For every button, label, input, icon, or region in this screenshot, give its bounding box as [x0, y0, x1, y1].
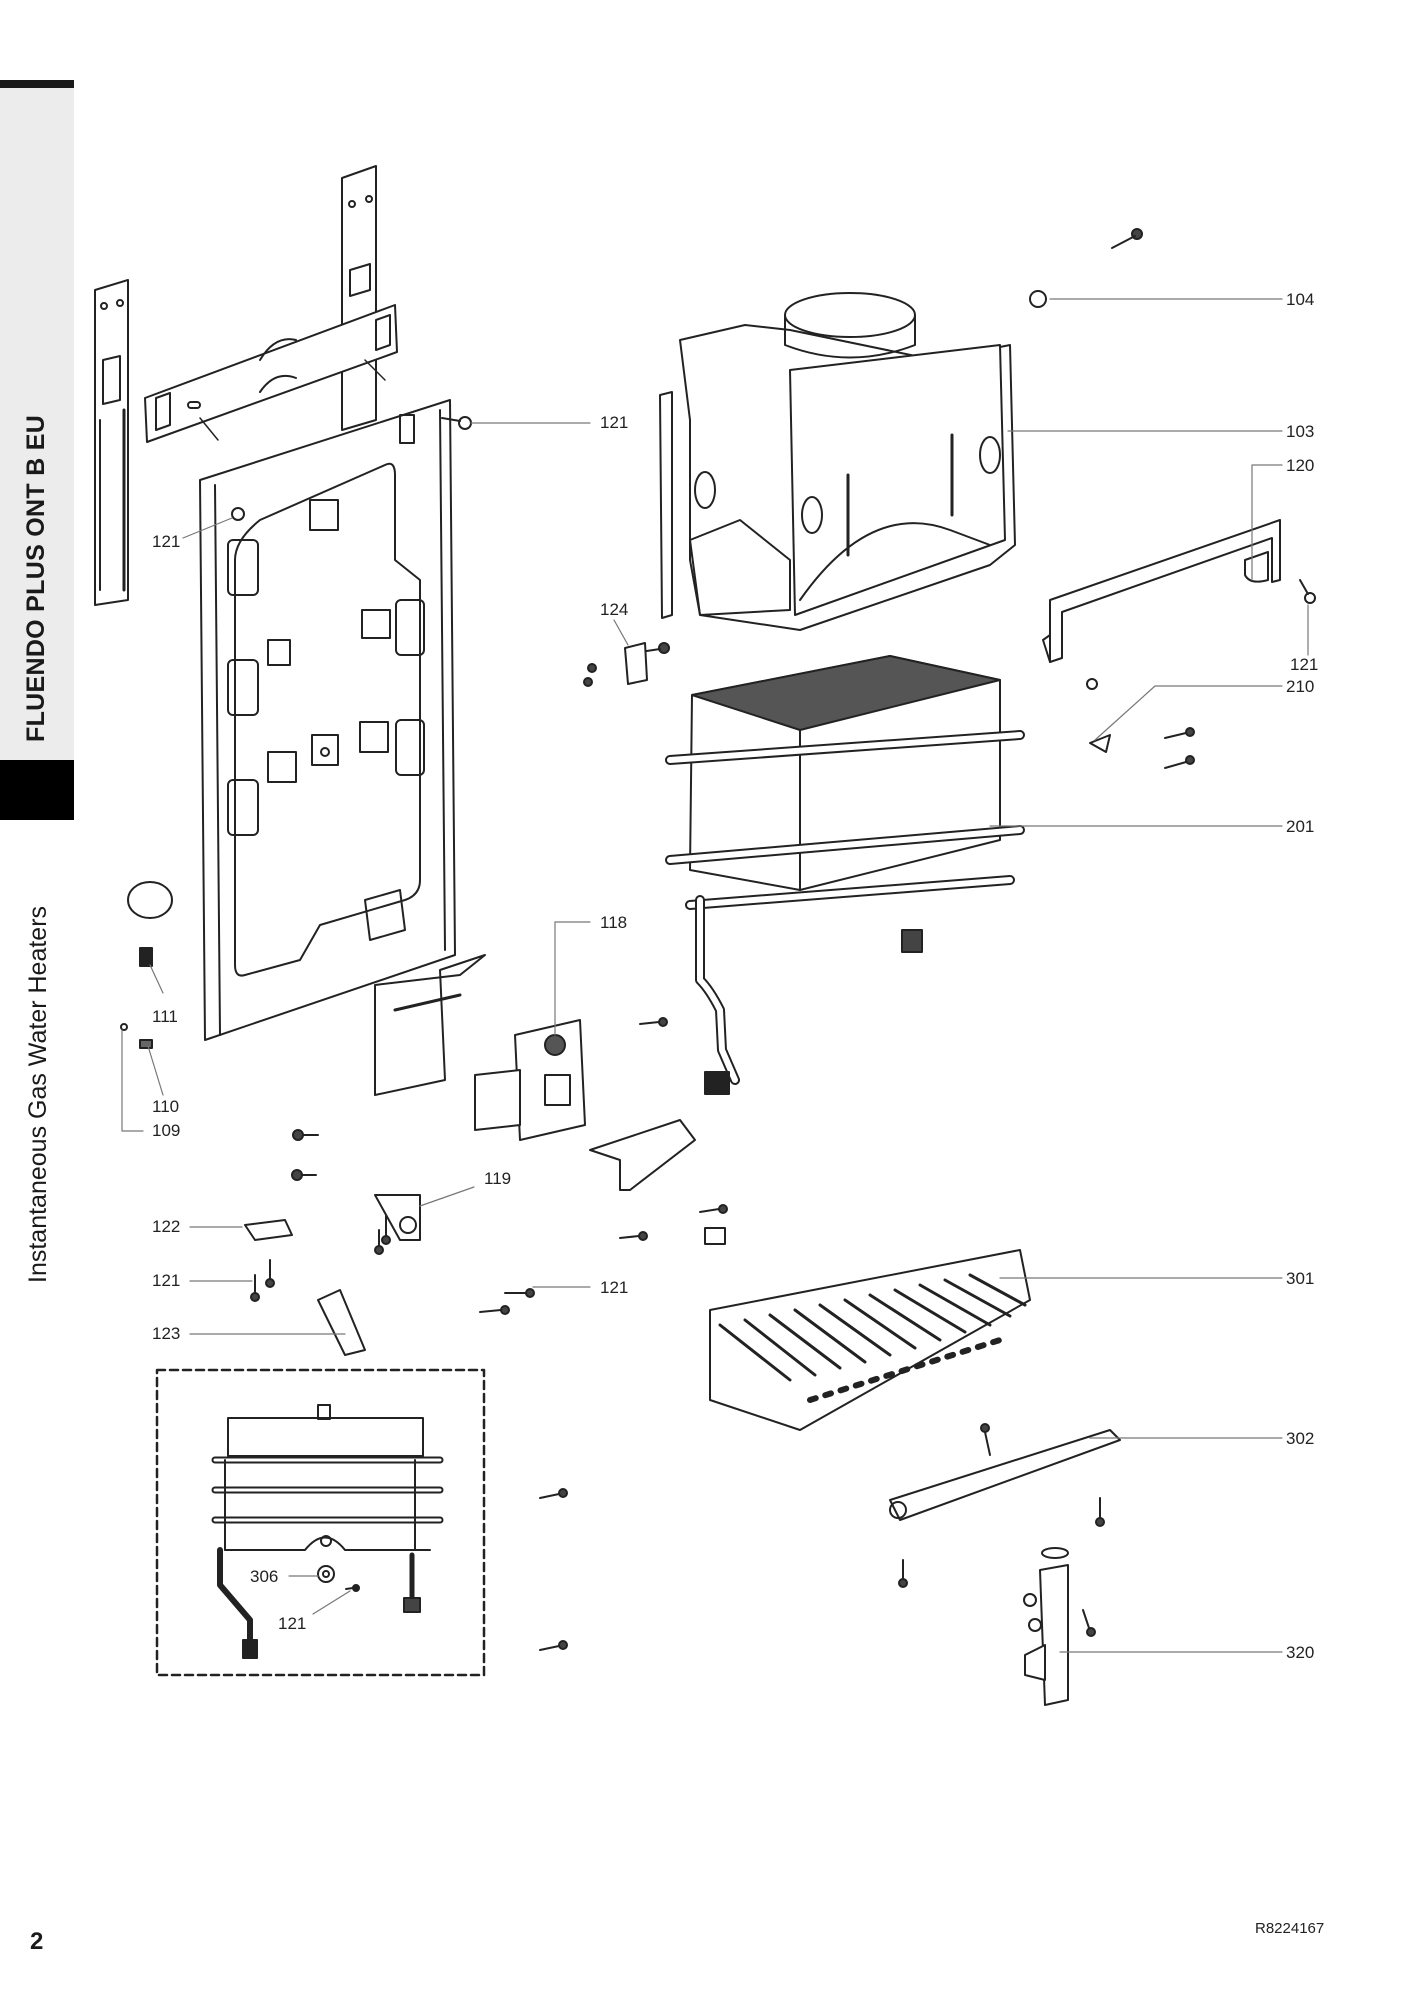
control-bracket [374, 954, 486, 1096]
bottom-bracket [589, 1119, 696, 1191]
part-label-121-center: 121 [600, 1278, 629, 1297]
gas-valve-box [474, 1019, 586, 1141]
part-label-111: 111 [152, 1007, 178, 1026]
water-connection [1023, 1547, 1069, 1706]
part-label-121-top: 121 [600, 413, 629, 432]
part-label-124: 124 [600, 600, 629, 619]
part-label-110: 110 [152, 1097, 180, 1116]
injector-bar [889, 1429, 1121, 1521]
part-label-109: 109 [152, 1121, 181, 1140]
inset-frame [155, 1368, 486, 1677]
sidebar-top-rule [0, 80, 74, 88]
page-number: 2 [30, 1928, 44, 1955]
part-label-121-inset: 121 [278, 1614, 307, 1633]
leader-lines [121, 298, 1309, 1653]
mounting-rail [144, 304, 398, 443]
part-label-104: 104 [1286, 290, 1315, 309]
part-label-123: 123 [152, 1324, 181, 1343]
part-label-301: 301 [1286, 1269, 1315, 1288]
wall-bracket-right [341, 165, 377, 431]
part-label-119: 119 [484, 1169, 512, 1188]
small-parts [120, 228, 1316, 1651]
burner-assembly [709, 1249, 1031, 1431]
heat-exchanger [665, 655, 1025, 1095]
fan-hood [659, 292, 1016, 631]
part-label-118: 118 [600, 913, 628, 932]
wall-bracket-left [94, 279, 129, 606]
part-label-103: 103 [1286, 422, 1315, 441]
part-label-121-right: 121 [1290, 655, 1319, 674]
inset-heat-exchanger [211, 1404, 444, 1659]
part-label-306: 306 [250, 1567, 279, 1586]
back-frame [199, 399, 456, 1041]
support-bar [1042, 519, 1281, 663]
part-label-302: 302 [1286, 1429, 1315, 1448]
part-label-201: 201 [1286, 817, 1315, 836]
part-label-120: 120 [1286, 456, 1315, 475]
sidebar-band [0, 84, 74, 820]
part-label-121-lower-left: 121 [152, 1271, 181, 1290]
part-label-122: 122 [152, 1217, 181, 1236]
part-label-210: 210 [1286, 677, 1315, 696]
document-reference: R8224167 [1255, 1920, 1325, 1937]
part-label-320: 320 [1286, 1643, 1315, 1662]
sidebar-section-marker [0, 760, 74, 820]
part-label-121-left: 121 [152, 532, 181, 551]
